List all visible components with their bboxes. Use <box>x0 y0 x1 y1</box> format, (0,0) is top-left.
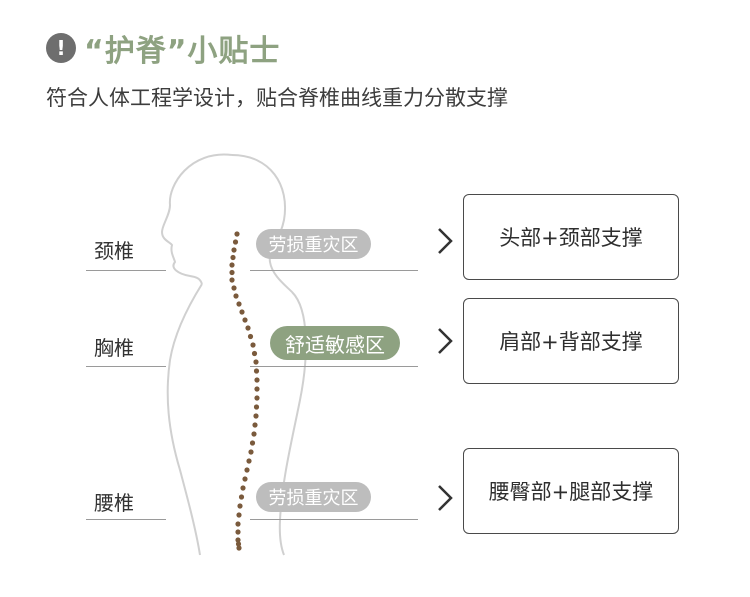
spine-dot <box>231 247 237 253</box>
zone-divider <box>86 366 166 367</box>
spine-dot <box>253 404 260 410</box>
spine-dot <box>240 485 246 491</box>
spine-dot <box>252 422 258 428</box>
spine-dot <box>244 467 250 473</box>
spine-dot <box>233 293 239 299</box>
spine-dot <box>237 503 243 509</box>
support-box-head-neck: 头部+颈部支撑 <box>463 194 679 280</box>
spine-dot <box>229 269 235 276</box>
zone-label-thoracic: 胸椎 <box>94 336 134 360</box>
spine-dot <box>236 545 242 551</box>
spine-dot <box>254 377 260 383</box>
page-subtitle: 符合人体工程学设计，贴合脊椎曲线重力分散支撑 <box>46 86 508 110</box>
spine-dot <box>238 494 245 500</box>
spine-dot <box>251 431 257 437</box>
zone-divider <box>86 270 166 271</box>
spine-dots <box>229 231 260 551</box>
header: ! “护脊”小贴士 <box>46 26 280 70</box>
spine-dot <box>235 521 241 527</box>
spine-dot <box>236 512 242 518</box>
pill-underline <box>250 519 418 520</box>
zone-divider <box>86 519 166 520</box>
spine-dot <box>251 350 258 357</box>
pill-underline <box>250 366 418 367</box>
spine-dot <box>247 333 254 340</box>
spine-dot <box>245 325 251 331</box>
spine-dot <box>235 537 241 543</box>
spine-dot <box>253 413 259 419</box>
back-of-head-outline <box>231 154 293 293</box>
spine-dot <box>246 458 252 464</box>
spine-dot <box>229 277 235 283</box>
support-box-waist-legs: 腰臀部+腿部支撑 <box>463 448 679 534</box>
zone-label-lumbar: 腰椎 <box>94 491 134 515</box>
spine-dot <box>253 359 259 365</box>
exclamation-icon: ! <box>46 33 76 63</box>
page-title: “护脊”小贴士 <box>84 34 281 69</box>
spine-dot <box>242 476 248 482</box>
status-badge-cervical: 劳损重灾区 <box>256 229 371 259</box>
spine-dot <box>235 529 241 535</box>
spine-dot <box>242 317 248 323</box>
head-outline <box>160 153 233 285</box>
spine-dot <box>250 342 256 348</box>
zone-label-cervical: 颈椎 <box>94 239 134 263</box>
spine-dot <box>249 440 256 446</box>
spine-dot <box>236 301 242 307</box>
spine-dot <box>232 239 239 245</box>
spine-dot <box>231 285 237 291</box>
spine-dot <box>254 386 260 392</box>
spine-dot <box>254 395 260 401</box>
spine-dot <box>253 368 260 374</box>
support-box-shoulder-back: 肩部+背部支撑 <box>463 298 679 384</box>
front-torso-outline <box>166 283 203 556</box>
spine-dot <box>230 254 236 261</box>
spine-dot <box>229 262 235 268</box>
status-badge-lumbar: 劳损重灾区 <box>256 482 371 512</box>
chevron-right-icon <box>438 228 453 254</box>
spine-dot <box>248 449 254 455</box>
spine-dot <box>234 231 240 237</box>
spine-dot <box>235 541 242 547</box>
spine-dot <box>239 309 245 315</box>
chevron-right-icon <box>438 328 453 354</box>
chevron-right-icon <box>438 485 453 511</box>
status-badge-thoracic: 舒适敏感区 <box>270 326 400 360</box>
pill-underline <box>250 270 418 271</box>
